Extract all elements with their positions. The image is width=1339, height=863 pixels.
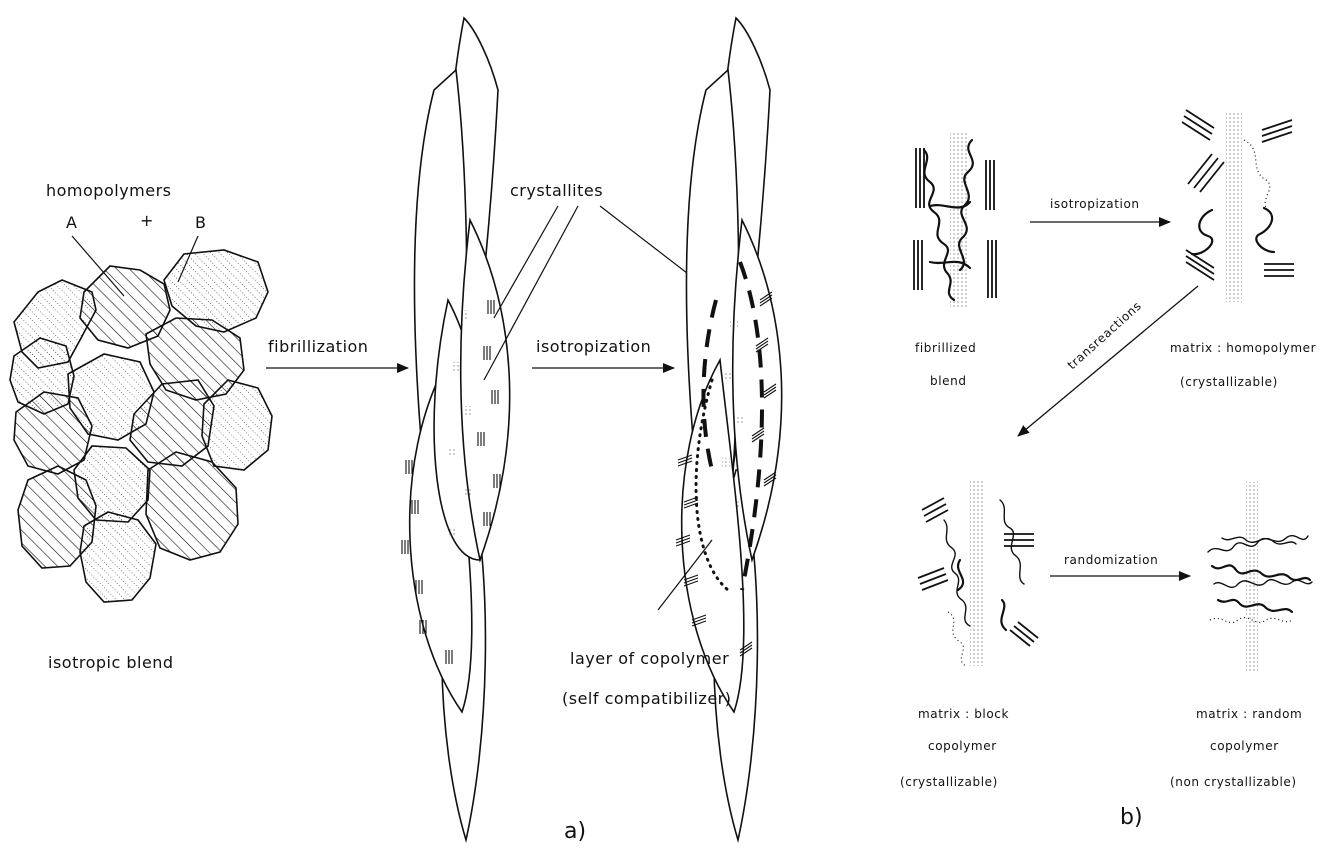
isotropic-blend-cluster: [10, 250, 272, 602]
dotted-core: [950, 132, 968, 308]
fibrillized-fibres: [402, 18, 510, 840]
blend-label: blend: [930, 374, 967, 388]
fibrillization-label: fibrillization: [268, 337, 368, 356]
homopolymer-matrix-labels: matrix : homopolymer (crystallizable): [1170, 341, 1316, 389]
isotropized-fibres: [676, 18, 782, 840]
panel-b-label: b): [1120, 805, 1143, 830]
polymer-chain: [1000, 500, 1024, 584]
block-copolymer-label: copolymer: [928, 739, 997, 753]
random-copolymer-labels: matrix : random copolymer (non crystalli…: [1170, 707, 1302, 789]
isotropization-label-b: isotropization: [1050, 197, 1140, 211]
homopolymers-label: homopolymers: [46, 181, 172, 200]
layer-of-copolymer-label: layer of copolymer: [570, 649, 729, 668]
polymer-chain: [924, 150, 954, 300]
fibrillization-step: fibrillization: [266, 337, 408, 368]
transreactions-label: transreactions: [1065, 299, 1145, 373]
non-crystallizable-label: (non crystallizable): [1170, 775, 1297, 789]
isotropic-blend-label: isotropic blend: [48, 653, 174, 672]
homopolymer-matrix-sketch: [1182, 110, 1294, 302]
component-b-label: B: [195, 213, 206, 232]
plus-sign: +: [140, 211, 154, 230]
blend-domain-b: [80, 512, 156, 602]
isotropization-label-a: isotropization: [536, 337, 651, 356]
random-copolymer-label: copolymer: [1210, 739, 1279, 753]
randomization-label: randomization: [1064, 553, 1158, 567]
polymer-chain: [1212, 565, 1310, 580]
polymer-chain: [948, 612, 966, 666]
block-copolymer-sketch: [918, 480, 1038, 666]
dotted-core: [1226, 112, 1242, 302]
randomization-step: randomization: [1050, 553, 1190, 576]
fibrillized-blend-sketch: [914, 132, 996, 308]
polymer-chain: [1192, 210, 1212, 254]
crystallizable-label-2: (crystallizable): [900, 775, 998, 789]
crystallizable-label-1: (crystallizable): [1180, 375, 1278, 389]
transreactions-arrow: [1018, 286, 1198, 436]
dotted-core: [970, 480, 984, 666]
block-copolymer-labels: matrix : block copolymer (crystallizable…: [900, 707, 1009, 789]
isotropization-step-a: isotropization: [532, 337, 674, 368]
fibrillized-blend-label: fibrillized blend: [915, 341, 976, 388]
fibrillized-label: fibrillized: [915, 341, 976, 355]
self-compatibilizer-label: (self compatibilizer): [562, 689, 732, 708]
dotted-core: [1246, 482, 1258, 672]
random-copolymer-sketch: [1208, 482, 1312, 672]
polymer-chain: [1256, 208, 1274, 252]
matrix-homopolymer-label: matrix : homopolymer: [1170, 341, 1316, 355]
matrix-block-label: matrix : block: [918, 707, 1009, 721]
blend-domain-a: [146, 452, 238, 560]
polymer-chain: [1244, 140, 1270, 212]
component-a-label: A: [66, 213, 77, 232]
isotropization-step-b: isotropization: [1030, 197, 1170, 222]
matrix-random-label: matrix : random: [1196, 707, 1302, 721]
panel-a-label: a): [564, 819, 586, 844]
polymer-chain: [1214, 580, 1312, 588]
crystallites-label: crystallites: [510, 181, 603, 200]
transreactions-step: transreactions: [1018, 286, 1198, 436]
polymer-chain: [944, 520, 970, 626]
